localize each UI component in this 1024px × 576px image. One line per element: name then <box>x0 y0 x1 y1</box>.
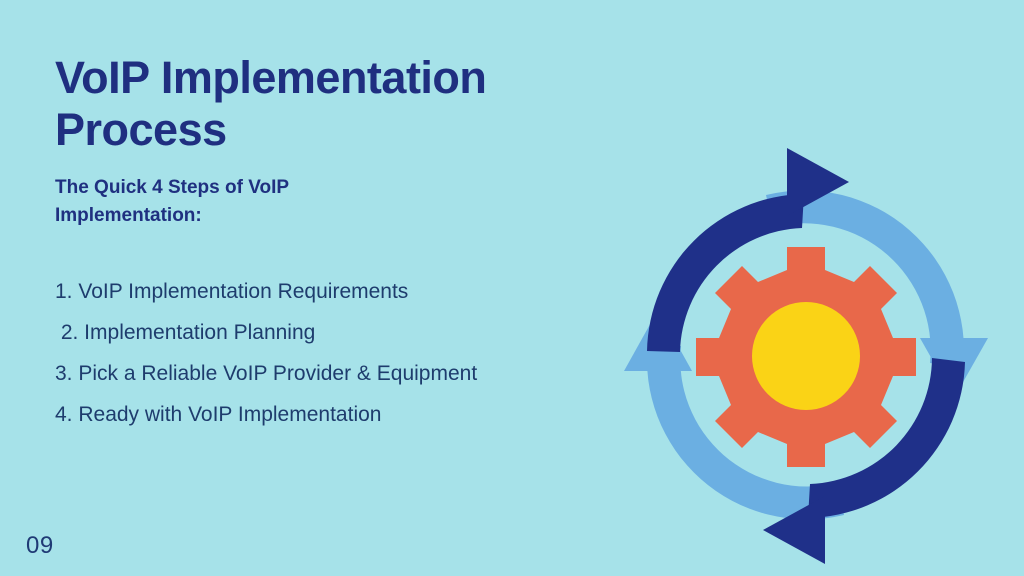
text-column: VoIP Implementation Process The Quick 4 … <box>55 52 575 445</box>
slide-subtitle: The Quick 4 Steps of VoIP Implementation… <box>55 177 289 226</box>
arc-dark-topleft <box>647 194 804 352</box>
list-item: 1. VoIP Implementation Requirements <box>55 280 409 304</box>
arrow-top-clockwise-head <box>787 148 849 216</box>
arc-dark-navy <box>647 148 965 564</box>
gear-icon <box>696 247 916 467</box>
cycle-gear-illustration <box>588 136 1024 576</box>
arrow-bottom-clockwise-head <box>763 496 825 564</box>
gear-hub <box>752 302 860 410</box>
arc-dark-bottomright <box>808 358 965 518</box>
arc-light-right <box>766 190 964 368</box>
list-item: 3. Pick a Reliable VoIP Provider & Equip… <box>55 362 478 386</box>
page-number: 09 <box>26 532 54 559</box>
page-title: VoIP Implementation Process <box>55 52 487 156</box>
list-item: 2. Implementation Planning <box>55 321 316 345</box>
list-item: 4. Ready with VoIP Implementation <box>55 403 382 427</box>
arc-light-left <box>646 341 844 520</box>
steps-list: 1. VoIP Implementation Requirements 2. I… <box>55 281 575 445</box>
